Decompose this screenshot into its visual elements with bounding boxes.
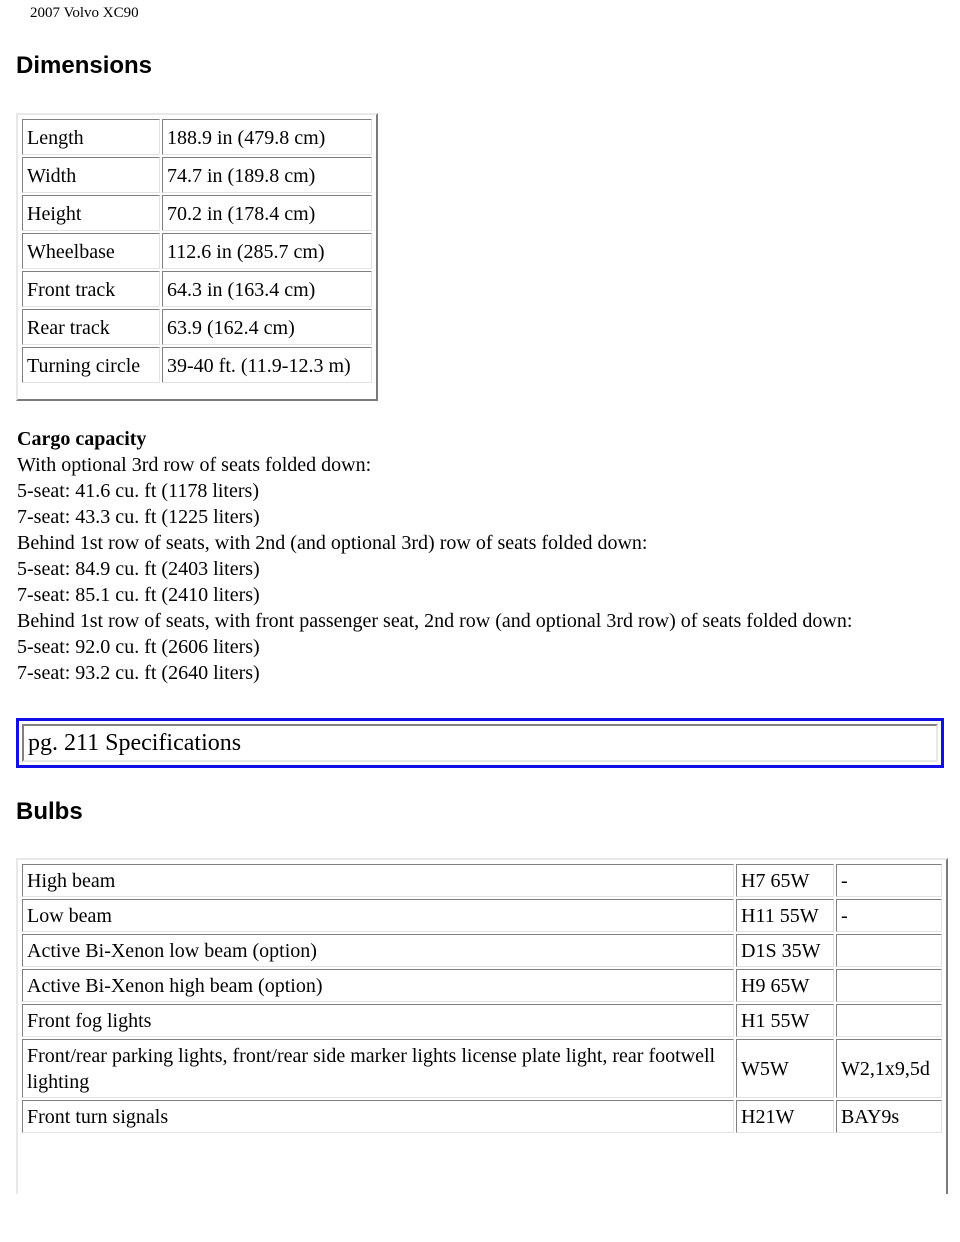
bulb-socket: W2,1x9,5d <box>836 1039 942 1098</box>
page-number-banner: pg. 211 Specifications <box>16 718 944 768</box>
dimension-label: Wheelbase <box>22 233 160 269</box>
table-row: Front turn signals H21W BAY9s <box>22 1100 942 1133</box>
dimensions-heading: Dimensions <box>16 52 153 79</box>
bulb-name: Front/rear parking lights, front/rear si… <box>22 1039 734 1098</box>
dimension-label: Width <box>22 157 160 193</box>
table-row: Front fog lights H1 55W <box>22 1004 942 1037</box>
bulb-name: Active Bi-Xenon high beam (option) <box>22 969 734 1002</box>
bulbs-table: High beam H7 65W - Low beam H11 55W - Ac… <box>20 862 944 1135</box>
bulb-type: D1S 35W <box>736 934 834 967</box>
bulb-type: W5W <box>736 1039 834 1098</box>
dimension-value: 64.3 in (163.4 cm) <box>162 271 372 307</box>
bulb-type: H11 55W <box>736 899 834 932</box>
cargo-line: 7-seat: 43.3 cu. ft (1225 liters) <box>17 506 260 528</box>
bulb-socket <box>836 969 942 1002</box>
bulb-socket <box>836 934 942 967</box>
cargo-line: 5-seat: 92.0 cu. ft (2606 liters) <box>17 636 260 658</box>
table-row: Turning circle 39-40 ft. (11.9-12.3 m) <box>22 347 372 383</box>
dimension-label: Front track <box>22 271 160 307</box>
dimension-value: 70.2 in (178.4 cm) <box>162 195 372 231</box>
bulb-socket: BAY9s <box>836 1100 942 1133</box>
bulb-name: Front fog lights <box>22 1004 734 1037</box>
cargo-line: 5-seat: 41.6 cu. ft (1178 liters) <box>17 480 259 502</box>
dimension-label: Rear track <box>22 309 160 345</box>
table-row: Low beam H11 55W - <box>22 899 942 932</box>
bulb-type: H1 55W <box>736 1004 834 1037</box>
bulb-name: Front turn signals <box>22 1100 734 1133</box>
table-row: Active Bi-Xenon low beam (option) D1S 35… <box>22 934 942 967</box>
bulb-name: Low beam <box>22 899 734 932</box>
table-row: Wheelbase 112.6 in (285.7 cm) <box>22 233 372 269</box>
dimension-value: 188.9 in (479.8 cm) <box>162 119 372 155</box>
bulbs-heading: Bulbs <box>16 798 83 825</box>
bulb-name: Active Bi-Xenon low beam (option) <box>22 934 734 967</box>
bulb-name: High beam <box>22 864 734 897</box>
cargo-line: 7-seat: 85.1 cu. ft (2410 liters) <box>17 584 260 606</box>
table-row: Height 70.2 in (178.4 cm) <box>22 195 372 231</box>
cargo-line: Behind 1st row of seats, with 2nd (and o… <box>17 532 648 554</box>
bulb-socket <box>836 1004 942 1037</box>
page-number-label: pg. 211 Specifications <box>22 724 938 762</box>
dimension-value: 74.7 in (189.8 cm) <box>162 157 372 193</box>
dimensions-table-frame: Length 188.9 in (479.8 cm) Width 74.7 in… <box>16 113 378 401</box>
table-row: Front track 64.3 in (163.4 cm) <box>22 271 372 307</box>
bulb-type: H9 65W <box>736 969 834 1002</box>
table-row: Width 74.7 in (189.8 cm) <box>22 157 372 193</box>
table-row: Length 188.9 in (479.8 cm) <box>22 119 372 155</box>
dimension-value: 63.9 (162.4 cm) <box>162 309 372 345</box>
cargo-capacity-title: Cargo capacity <box>17 428 147 450</box>
cargo-line: With optional 3rd row of seats folded do… <box>17 454 372 476</box>
cargo-line: 7-seat: 93.2 cu. ft (2640 liters) <box>17 662 260 684</box>
cargo-line: 5-seat: 84.9 cu. ft (2403 liters) <box>17 558 260 580</box>
bulb-socket: - <box>836 864 942 897</box>
dimension-label: Length <box>22 119 160 155</box>
dimension-value: 39-40 ft. (11.9-12.3 m) <box>162 347 372 383</box>
table-row: Front/rear parking lights, front/rear si… <box>22 1039 942 1098</box>
document-title: 2007 Volvo XC90 <box>30 5 139 21</box>
dimension-label: Turning circle <box>22 347 160 383</box>
dimension-label: Height <box>22 195 160 231</box>
bulbs-table-frame: High beam H7 65W - Low beam H11 55W - Ac… <box>16 858 948 1194</box>
bulb-type: H7 65W <box>736 864 834 897</box>
cargo-line: Behind 1st row of seats, with front pass… <box>17 610 853 632</box>
table-row: Rear track 63.9 (162.4 cm) <box>22 309 372 345</box>
bulb-type: H21W <box>736 1100 834 1133</box>
dimension-value: 112.6 in (285.7 cm) <box>162 233 372 269</box>
table-row: High beam H7 65W - <box>22 864 942 897</box>
bulb-socket: - <box>836 899 942 932</box>
table-row: Active Bi-Xenon high beam (option) H9 65… <box>22 969 942 1002</box>
cargo-capacity-section: Cargo capacity With optional 3rd row of … <box>17 426 852 686</box>
dimensions-table: Length 188.9 in (479.8 cm) Width 74.7 in… <box>20 117 374 385</box>
